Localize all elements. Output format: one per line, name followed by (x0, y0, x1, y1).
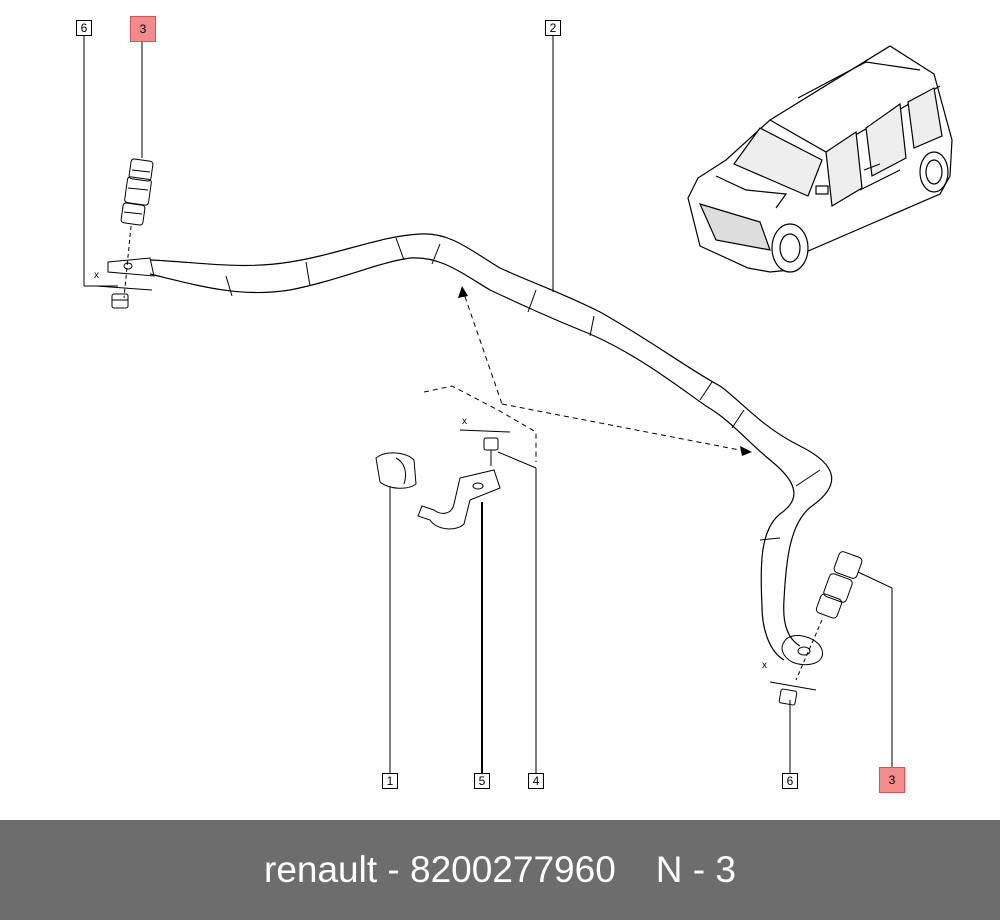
callout-6-bottom: 6 (782, 773, 798, 789)
leader-3-bottom (857, 571, 893, 589)
clamp-bracket (417, 469, 501, 530)
nut-left (95, 285, 153, 309)
callout-5: 5 (474, 773, 490, 789)
dimension-x-left: x (94, 270, 99, 281)
assembly-arrowheads (458, 286, 752, 456)
assembly-dashes (423, 287, 751, 462)
bolt (459, 429, 511, 466)
brand-part-number: renault - 8200277960 (264, 849, 616, 890)
callout-3-bottom-highlighted: 3 (879, 767, 905, 793)
bar-right-end-eye (781, 635, 823, 666)
nut-right (769, 681, 817, 706)
callout-2: 2 (545, 20, 561, 36)
vehicle-illustration (687, 45, 953, 273)
stabilizer-bar-segment-marks (225, 237, 821, 541)
callout-1: 1 (382, 773, 398, 789)
link-rod-bottom (795, 551, 863, 681)
bar-left-end-eye (107, 257, 155, 277)
stabilizer-bar-outline-top (149, 233, 833, 647)
leader-4 (497, 451, 537, 469)
bar-right-end-hole (797, 646, 811, 656)
callout-4: 4 (528, 773, 544, 789)
stabilizer-bar-outline-bottom (149, 257, 795, 661)
callout-3-top-highlighted: 3 (130, 16, 156, 42)
position-reference: N - 3 (655, 849, 736, 890)
link-rod-top (120, 158, 154, 299)
bushing (375, 452, 417, 489)
dimension-x-right: x (762, 660, 767, 671)
callout-6-left: 6 (76, 20, 92, 36)
dimension-x-center: x (462, 416, 467, 427)
stabilizer-bar-diagram (83, 36, 953, 773)
part-number-footer: renault - 8200277960 N - 3 (0, 820, 1000, 920)
bar-left-end-hole (123, 262, 133, 270)
